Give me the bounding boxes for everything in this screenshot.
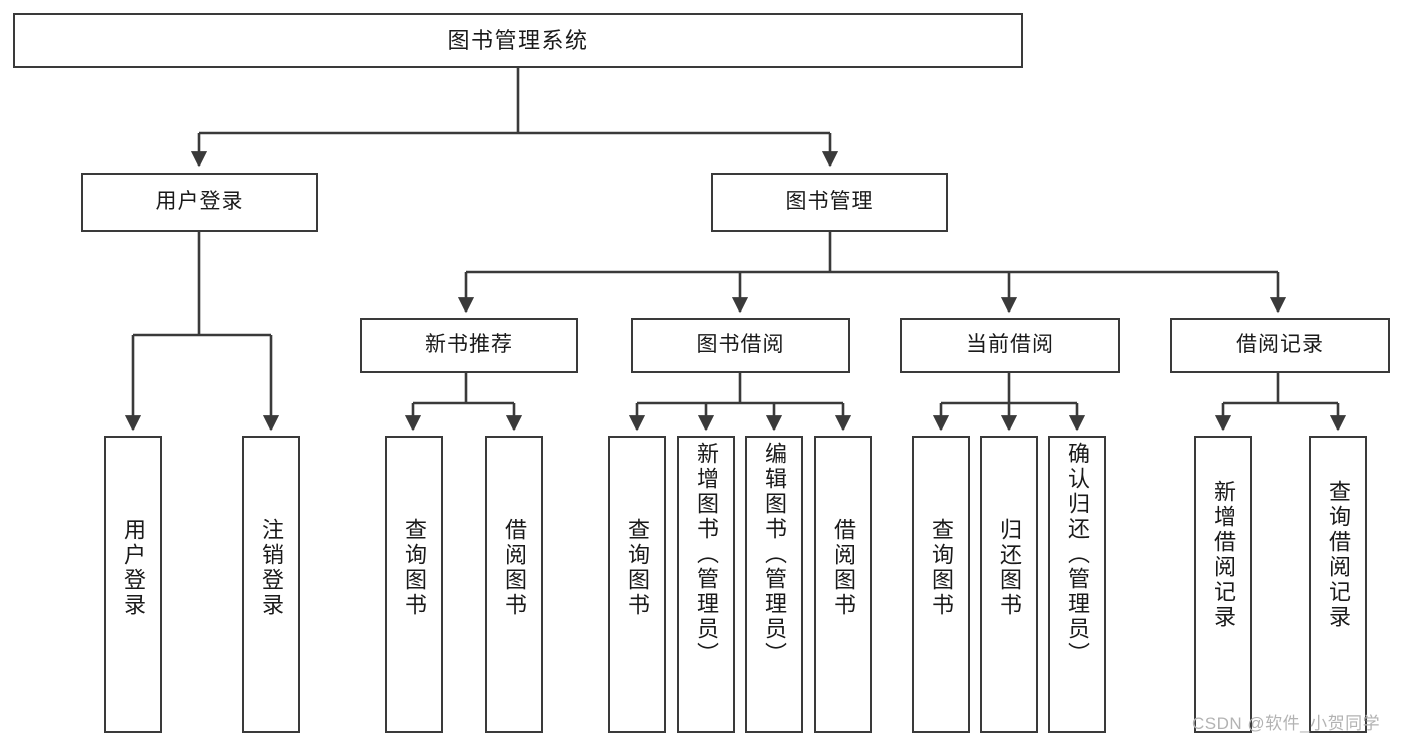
leaf-add-book-admin[interactable]: 新增图书（管理员） [677, 436, 735, 733]
node-label: 图书借阅 [696, 333, 785, 357]
node-current-borrowing[interactable]: 当前借阅 [900, 318, 1120, 373]
node-label: 编辑图书（管理员） [762, 442, 787, 667]
node-book-borrowing[interactable]: 图书借阅 [631, 318, 850, 373]
leaf-edit-book-admin[interactable]: 编辑图书（管理员） [745, 436, 803, 733]
node-label: 查询图书 [625, 518, 650, 618]
node-label: 图书管理系统 [447, 27, 589, 53]
node-book-management[interactable]: 图书管理 [711, 173, 948, 232]
leaf-borrow-book-recommendation[interactable]: 借阅图书 [485, 436, 543, 733]
node-label: 当前借阅 [966, 333, 1054, 357]
node-label: 确认归还（管理员） [1065, 442, 1090, 667]
node-label: 新增借阅记录 [1211, 480, 1236, 630]
leaf-borrow-book-borrowing[interactable]: 借阅图书 [814, 436, 872, 733]
node-label: 归还图书 [997, 518, 1022, 618]
node-label: 图书管理 [785, 190, 874, 214]
leaf-return-book[interactable]: 归还图书 [980, 436, 1038, 733]
node-label: 用户登录 [121, 518, 146, 618]
node-label: 查询借阅记录 [1326, 480, 1351, 630]
leaf-user-login[interactable]: 用户登录 [104, 436, 162, 733]
node-label: 查询图书 [402, 518, 427, 618]
node-label: 查询图书 [929, 518, 954, 618]
node-label: 新增图书（管理员） [694, 442, 719, 667]
leaf-confirm-return-admin[interactable]: 确认归还（管理员） [1048, 436, 1106, 733]
leaf-query-book-borrowing[interactable]: 查询图书 [608, 436, 666, 733]
node-root-book-management-system[interactable]: 图书管理系统 [13, 13, 1023, 68]
leaf-query-book-recommendation[interactable]: 查询图书 [385, 436, 443, 733]
leaf-query-book-current[interactable]: 查询图书 [912, 436, 970, 733]
node-label: 注销登录 [259, 518, 284, 618]
node-label: 用户登录 [155, 190, 244, 214]
node-label: 借阅记录 [1236, 333, 1324, 357]
node-label: 借阅图书 [831, 518, 856, 618]
leaf-add-borrow-record[interactable]: 新增借阅记录 [1194, 436, 1252, 733]
node-new-book-recommendation[interactable]: 新书推荐 [360, 318, 578, 373]
node-label: 借阅图书 [502, 518, 527, 618]
leaf-query-borrow-record[interactable]: 查询借阅记录 [1309, 436, 1367, 733]
node-borrowing-records[interactable]: 借阅记录 [1170, 318, 1390, 373]
node-user-login[interactable]: 用户登录 [81, 173, 318, 232]
node-label: 新书推荐 [425, 333, 513, 357]
leaf-logout[interactable]: 注销登录 [242, 436, 300, 733]
